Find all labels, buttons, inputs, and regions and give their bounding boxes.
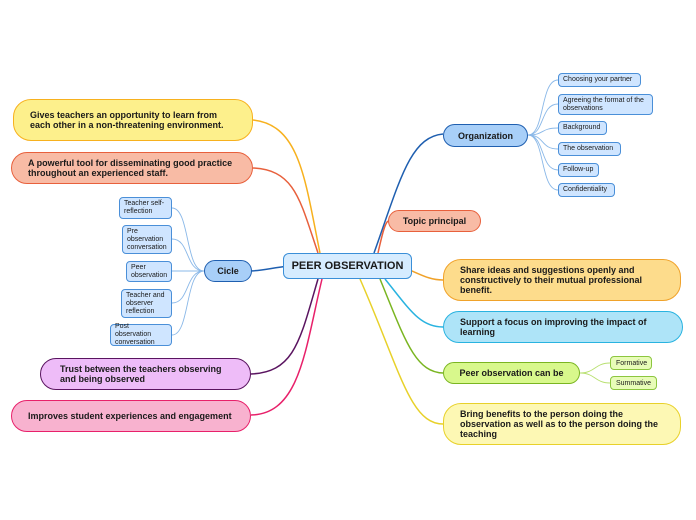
topic-share-ideas[interactable]: Share ideas and suggestions openly and c… [443, 259, 681, 301]
topic-disseminating-practice[interactable]: A powerful tool for disseminating good p… [11, 152, 253, 184]
topic-student-experiences[interactable]: Improves student experiences and engagem… [11, 400, 251, 432]
org-item-follow-up[interactable]: Follow-up [558, 163, 599, 177]
cicle-item-teacher-observer-reflection[interactable]: Teacher and observer reflection [121, 289, 172, 318]
topic-principal-node[interactable]: Topic principal [388, 210, 481, 232]
central-topic[interactable]: PEER OBSERVATION [283, 253, 412, 279]
formative-item[interactable]: Formative [610, 356, 652, 370]
org-item-agreeing-format[interactable]: Agreeing the format of the observations [558, 94, 653, 115]
organization-node[interactable]: Organization [443, 124, 528, 147]
topic-learn-from-each-other[interactable]: Gives teachers an opportunity to learn f… [13, 99, 253, 141]
cicle-item-pre-observation[interactable]: Pre observation conversation [122, 225, 172, 254]
cicle-node[interactable]: Cicle [204, 260, 252, 282]
cicle-item-post-observation[interactable]: Post observation conversation [110, 323, 172, 346]
org-item-the-observation[interactable]: The observation [558, 142, 621, 156]
org-item-confidentiality[interactable]: Confidentiality [558, 183, 615, 197]
topic-support-focus[interactable]: Support a focus on improving the impact … [443, 311, 683, 343]
org-item-choosing-partner[interactable]: Choosing your partner [558, 73, 641, 87]
org-item-background[interactable]: Background [558, 121, 607, 135]
peer-observation-can-be-node[interactable]: Peer observation can be [443, 362, 580, 384]
cicle-item-teacher-self-reflection[interactable]: Teacher self-reflection [119, 197, 172, 219]
summative-item[interactable]: Summative [610, 376, 657, 390]
topic-trust[interactable]: Trust between the teachers observing and… [40, 358, 251, 390]
cicle-item-peer-observation[interactable]: Peer observation [126, 261, 172, 282]
topic-bring-benefits[interactable]: Bring benefits to the person doing the o… [443, 403, 681, 445]
